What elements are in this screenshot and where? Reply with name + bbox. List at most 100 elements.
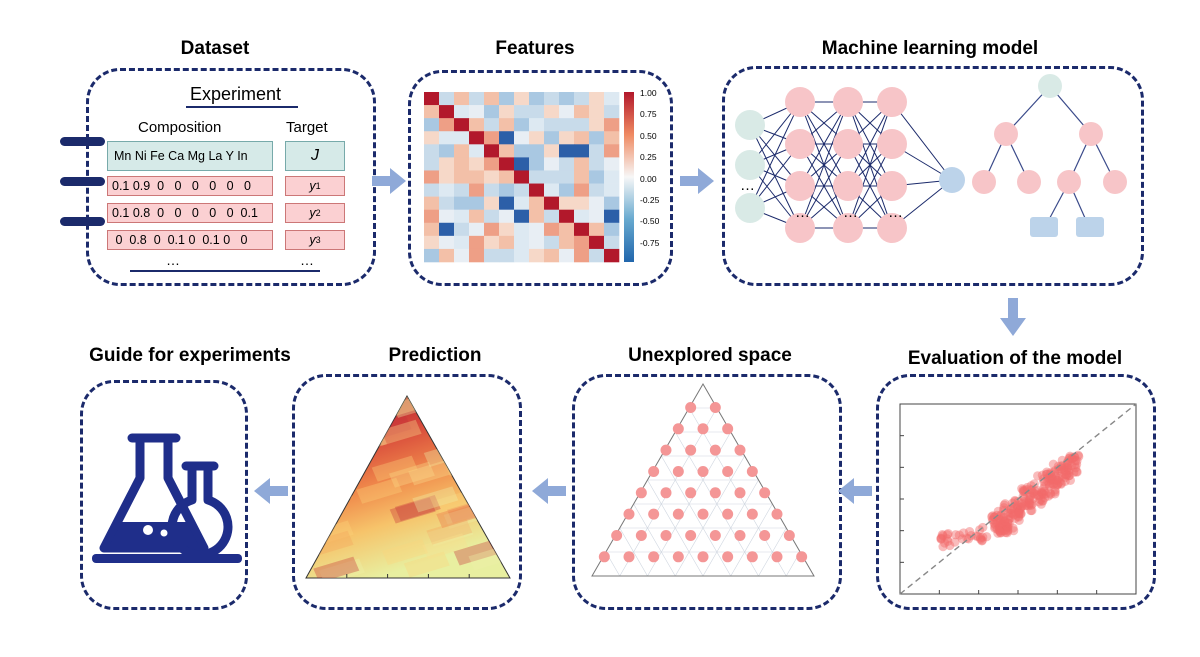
unexplored-title: Unexplored space <box>628 345 792 366</box>
parity-point <box>996 522 1006 532</box>
target-label: Target <box>286 119 328 136</box>
colorbar <box>624 92 634 262</box>
parity-point <box>999 500 1009 510</box>
parity-point <box>1042 469 1052 479</box>
heatmap-cell <box>589 235 605 250</box>
heatmap-cell <box>574 235 590 250</box>
heatmap-cell <box>604 196 620 210</box>
heatmap-cell <box>559 222 575 237</box>
nn-hidden-node <box>877 213 907 243</box>
nn-edge <box>847 101 893 229</box>
parity-point <box>1015 505 1025 515</box>
parity-point <box>1053 474 1064 484</box>
parity-point <box>1015 504 1025 515</box>
candidate-point <box>734 529 746 541</box>
candidate-point <box>623 508 635 520</box>
dataset-title: Dataset <box>180 38 250 59</box>
parity-point <box>1008 523 1018 533</box>
parity-point <box>1004 518 1014 529</box>
parity-point <box>1034 497 1044 507</box>
colorbar-tick-label: 0.50 <box>640 130 657 141</box>
candidate-point <box>746 508 758 520</box>
heatmap-cell <box>454 92 470 106</box>
heatmap-cell <box>574 144 590 158</box>
parity-point <box>1025 491 1036 501</box>
nn-hidden-node <box>833 213 863 243</box>
parity-point <box>994 522 1004 532</box>
parity-point <box>998 512 1009 523</box>
parity-point <box>1071 467 1082 477</box>
parity-point <box>1052 475 1062 485</box>
heatmap-cell <box>499 209 515 224</box>
nn-hidden-node <box>833 171 863 201</box>
parity-point <box>1003 514 1014 525</box>
candidate-point <box>709 444 721 456</box>
parity-point <box>1043 476 1053 486</box>
prediction-texture <box>388 461 435 488</box>
parity-point <box>996 510 1006 520</box>
parity-point <box>1019 493 1030 503</box>
parity-point <box>989 518 999 528</box>
heatmap-cell <box>604 105 620 119</box>
heatmap-cell <box>544 131 560 145</box>
parity-point <box>1061 466 1071 476</box>
parity-point <box>992 518 1002 528</box>
parity-point <box>1007 508 1017 519</box>
heatmap-cell <box>604 183 620 197</box>
parity-point <box>1072 459 1082 469</box>
evaluation-panel <box>876 374 1156 610</box>
parity-point <box>1000 520 1010 530</box>
parity-point <box>982 532 992 542</box>
candidate-point <box>660 444 672 456</box>
heatmap-cell <box>424 209 440 224</box>
heatmap-cell <box>454 157 470 171</box>
colorbar-tick-label: 1.00 <box>640 88 657 98</box>
heatmap-cell <box>529 183 545 197</box>
parity-point <box>1006 504 1016 514</box>
heatmap-cell <box>574 170 590 184</box>
parity-point <box>1003 526 1013 536</box>
candidate-point <box>672 423 684 435</box>
parity-point <box>994 514 1005 524</box>
parity-point <box>997 514 1007 524</box>
heatmap-cell <box>424 92 440 106</box>
parity-point <box>999 516 1010 526</box>
nn-edge <box>799 101 849 229</box>
ternary-gridline <box>633 503 676 577</box>
heatmap-cell <box>589 144 605 158</box>
parity-point <box>1054 464 1064 474</box>
flask-icon <box>92 433 242 563</box>
nn-hidden-node <box>833 129 863 159</box>
heatmap-cell <box>469 235 485 250</box>
ellipsis-right: … <box>300 252 314 268</box>
colorbar-tick-label: 0.75 <box>640 109 657 120</box>
candidate-point <box>746 465 758 477</box>
parity-point <box>1039 483 1049 493</box>
parity-point <box>997 520 1007 530</box>
heatmap-cell <box>454 144 470 158</box>
heatmap-cell <box>589 131 605 145</box>
heatmap-cell <box>514 235 530 250</box>
nn-input-node <box>735 110 765 140</box>
heatmap-cell <box>514 196 530 210</box>
heatmap-cell <box>574 92 590 106</box>
parity-point <box>1027 485 1037 495</box>
parity-point <box>1024 499 1034 509</box>
parity-point <box>1070 459 1080 470</box>
prediction-title: Prediction <box>388 345 482 366</box>
heatmap-cell <box>514 157 530 171</box>
heatmap-cell <box>469 196 485 210</box>
parity-point <box>1030 486 1040 496</box>
heatmap-cell <box>469 92 485 106</box>
parity-point <box>936 534 946 544</box>
parity-point <box>1062 470 1072 480</box>
heatmap-cell <box>589 222 605 237</box>
parity-point <box>954 530 964 540</box>
parity-point <box>1032 485 1042 495</box>
features-title: Features <box>495 38 575 59</box>
parity-point <box>1016 498 1027 509</box>
parity-point <box>1002 518 1013 528</box>
candidate-point <box>709 529 721 541</box>
heatmap-cell <box>604 92 620 106</box>
